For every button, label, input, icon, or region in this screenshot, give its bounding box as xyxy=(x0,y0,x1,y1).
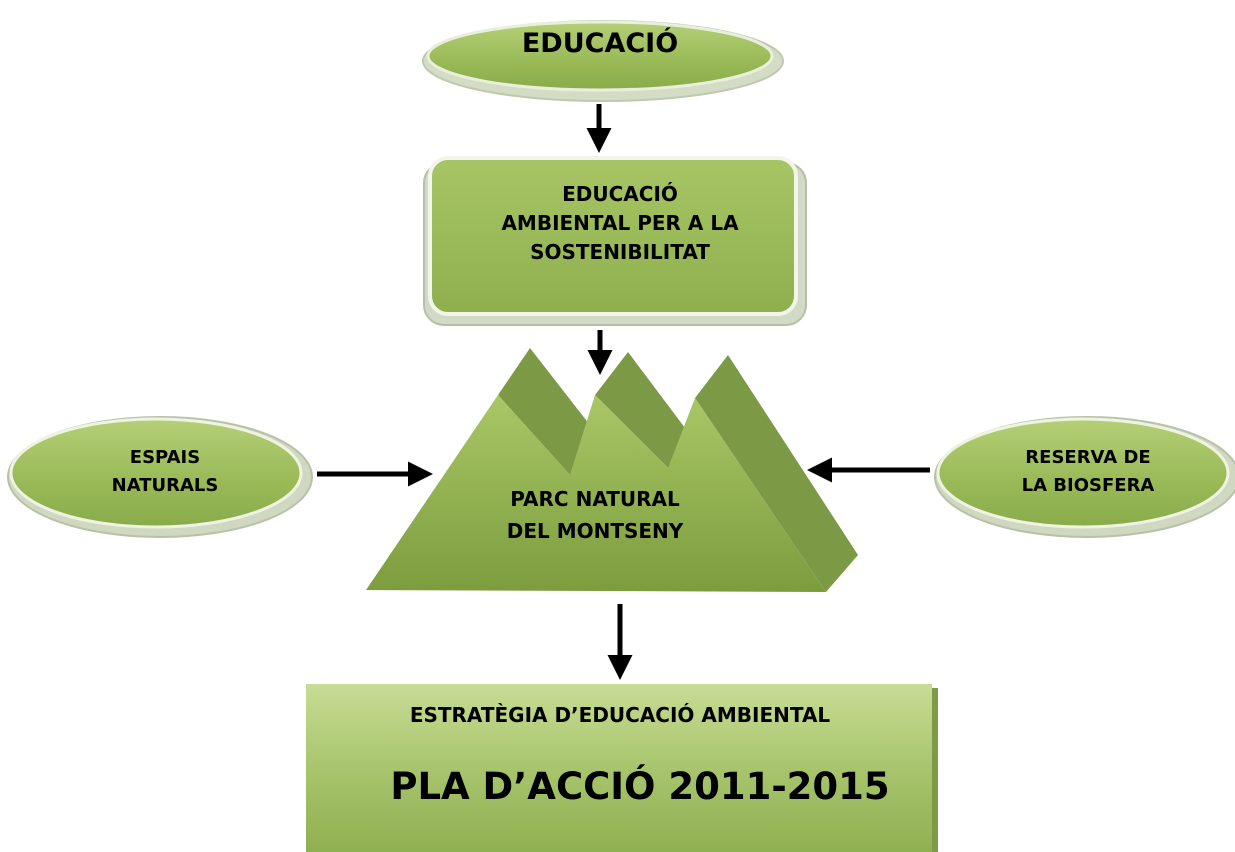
node-educacio-ambiental xyxy=(423,156,807,326)
label-educacio-ambiental-line-1: EDUCACIÓ xyxy=(562,182,678,206)
label-educacio-ambiental: EDUCACIÓ AMBIENTAL PER A LA SOSTENIBILIT… xyxy=(435,180,805,267)
label-parc-natural-line-1: PARC NATURAL xyxy=(510,487,680,511)
label-pla-accio: PLA D’ACCIÓ 2011-2015 xyxy=(390,765,890,808)
node-parc-natural-mountain xyxy=(366,348,858,592)
node-educacio xyxy=(422,20,784,102)
node-estrategia xyxy=(306,684,938,852)
node-espais-naturals xyxy=(7,416,313,538)
label-educacio-ambiental-line-2: AMBIENTAL PER A LA xyxy=(501,211,739,235)
label-parc-natural: PARC NATURAL DEL MONTSENY xyxy=(430,483,760,547)
label-educacio: EDUCACIÓ xyxy=(521,28,679,59)
label-reserva-biosfera-line-1: RESERVA DE xyxy=(1025,447,1151,468)
label-parc-natural-line-2: DEL MONTSENY xyxy=(506,519,684,543)
label-espais-naturals-line-1: ESPAIS xyxy=(129,447,201,468)
label-estrategia-title: ESTRATÈGIA D’EDUCACIÓ AMBIENTAL xyxy=(409,703,831,727)
label-reserva-biosfera-line-2: LA BIOSFERA xyxy=(1021,474,1155,496)
label-reserva-biosfera: RESERVA DE LA BIOSFERA xyxy=(948,444,1228,500)
label-espais-naturals-line-2: NATURALS xyxy=(111,474,219,496)
label-espais-naturals: ESPAIS NATURALS xyxy=(60,444,270,500)
node-reserva-biosfera xyxy=(934,416,1235,538)
label-educacio-ambiental-line-3: SOSTENIBILITAT xyxy=(530,240,710,264)
